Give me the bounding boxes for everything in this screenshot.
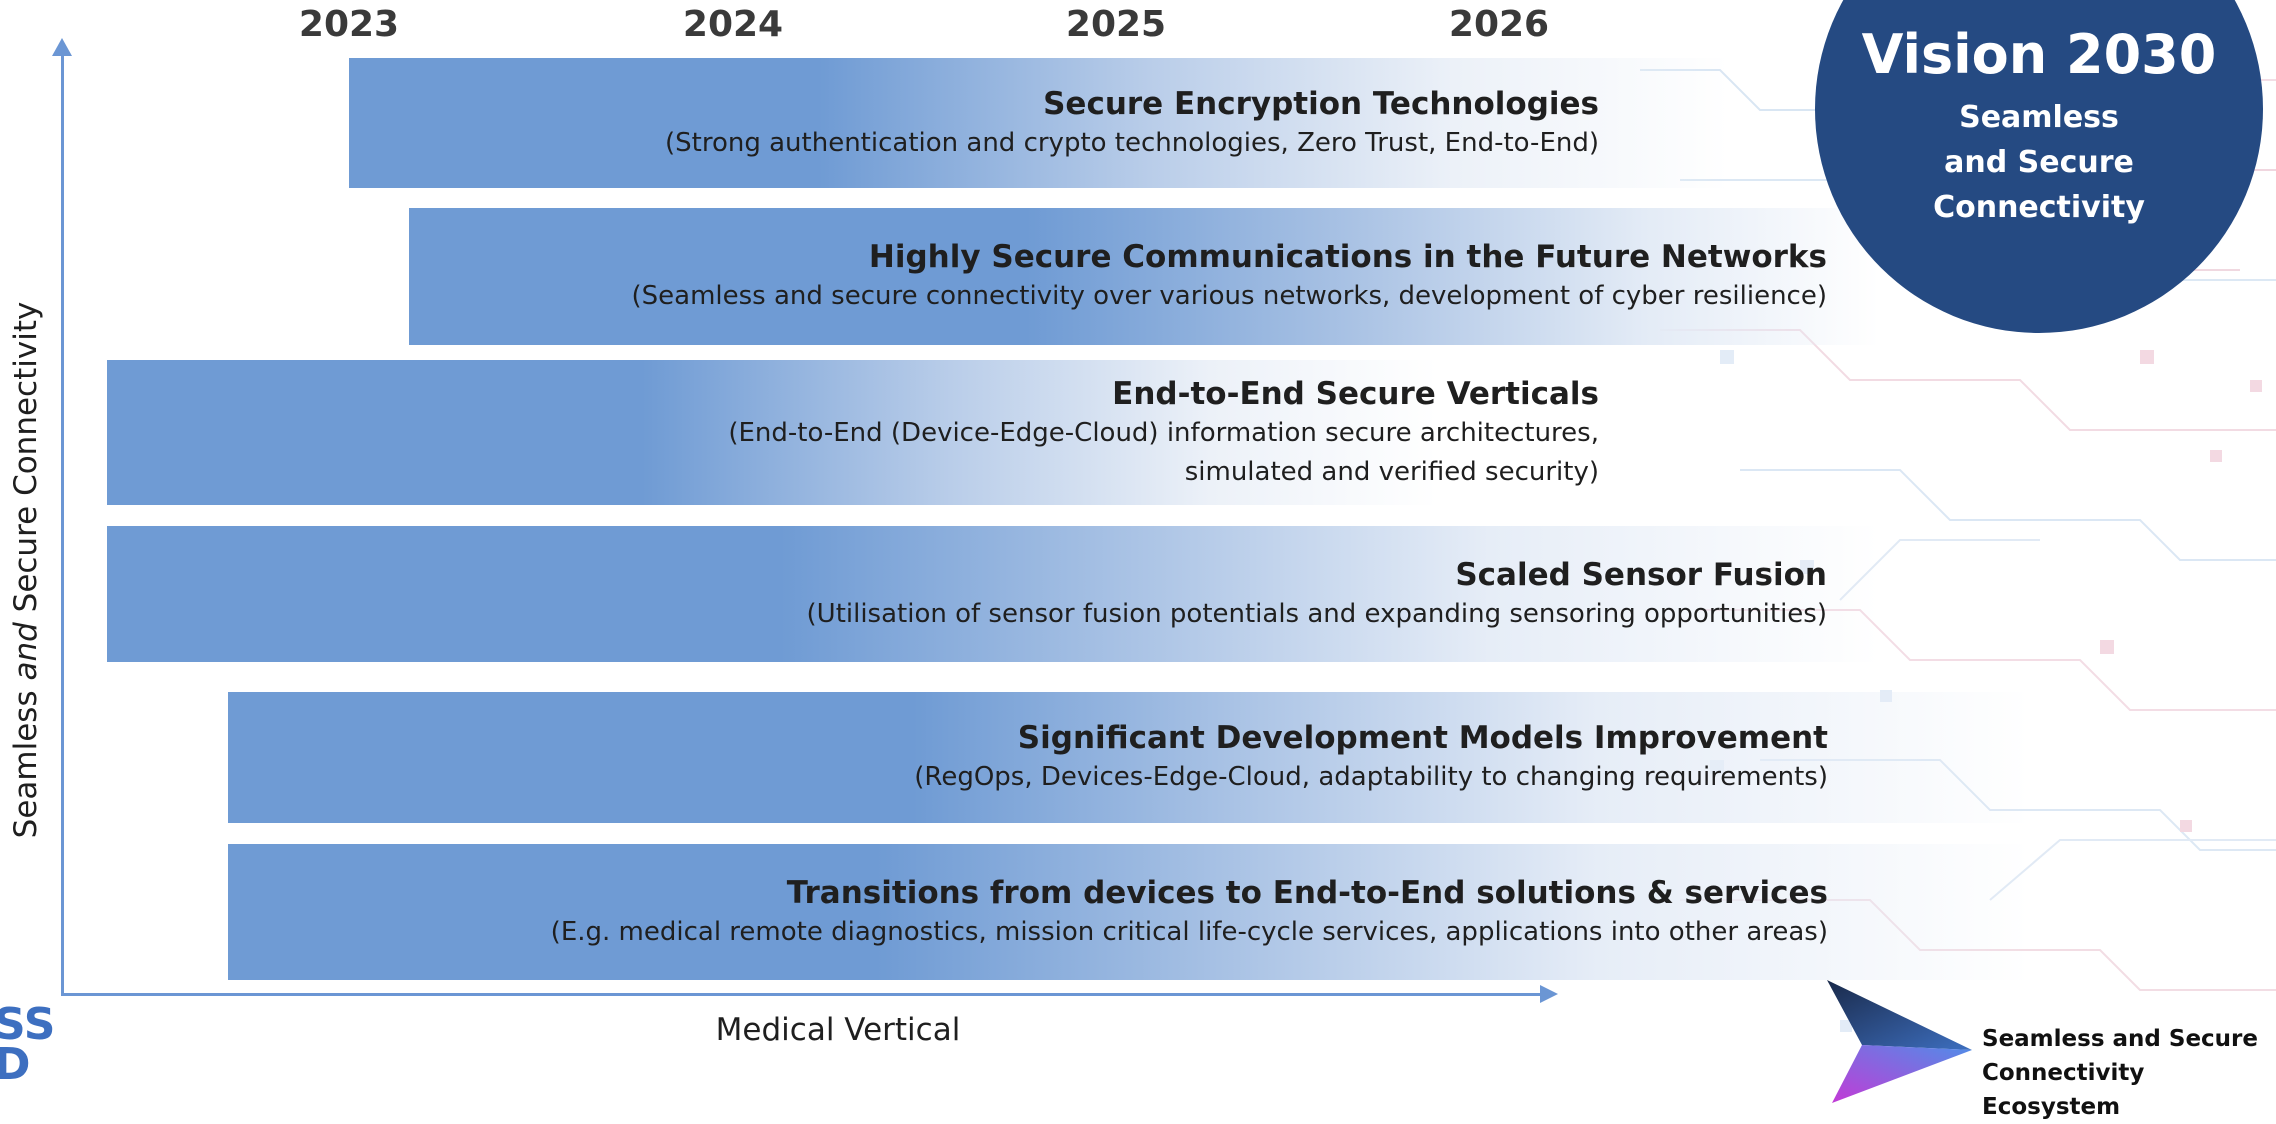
ecosystem-logo-icon bbox=[1827, 980, 1972, 1103]
band-title: Transitions from devices to End-to-End s… bbox=[786, 874, 1828, 911]
band-title: Secure Encryption Technologies bbox=[1043, 85, 1599, 122]
vision-title: Vision 2030 bbox=[1861, 23, 2217, 86]
band-description: (Seamless and secure connectivity over v… bbox=[631, 281, 1828, 311]
roadmap-band-sensor-fusion: Scaled Sensor Fusion (Utilisation of sen… bbox=[107, 526, 1879, 662]
band-description: (Strong authentication and crypto techno… bbox=[665, 127, 1599, 158]
roadmap-band-secure-encryption: Secure Encryption Technologies (Strong a… bbox=[349, 58, 1729, 188]
year-label-2025: 2025 bbox=[1065, 4, 1167, 45]
band-description: (E.g. medical remote diagnostics, missio… bbox=[550, 916, 1828, 947]
ecosystem-label: Seamless and Secure Connectivity Ecosyst… bbox=[1982, 1026, 2258, 1120]
x-axis-arrow bbox=[1540, 985, 1558, 1003]
band-title: Scaled Sensor Fusion bbox=[1455, 556, 1827, 593]
y-axis-arrow bbox=[52, 38, 72, 56]
vision-subtitle: Seamless and Secure Connectivity bbox=[1933, 100, 2145, 225]
band-description: (RegOps, Devices-Edge-Cloud, adaptabilit… bbox=[914, 762, 1828, 792]
x-axis-label: Medical Vertical bbox=[715, 1012, 961, 1048]
y-axis-label: Seamless and Secure Connectivity bbox=[8, 301, 44, 839]
band-description: (Utilisation of sensor fusion potentials… bbox=[806, 598, 1827, 629]
band-title: Significant Development Models Improveme… bbox=[1017, 720, 1828, 756]
roadmap-band-transitions: Transitions from devices to End-to-End s… bbox=[228, 844, 2030, 980]
year-label-2023: 2023 bbox=[298, 4, 400, 45]
x-axis-line bbox=[61, 993, 1543, 996]
year-label-2026: 2026 bbox=[1448, 4, 1550, 45]
year-label-2024: 2024 bbox=[682, 4, 784, 45]
y-axis-line bbox=[61, 52, 64, 996]
roadmap-band-development-models: Significant Development Models Improveme… bbox=[228, 692, 2030, 823]
partial-logo: SS D bbox=[0, 999, 56, 1090]
roadmap-band-secure-communications: Highly Secure Communications in the Futu… bbox=[409, 208, 1879, 345]
roadmap-band-secure-verticals: End-to-End Secure Verticals (End-to-End … bbox=[107, 360, 1729, 505]
band-description: (End-to-End (Device-Edge-Cloud) informat… bbox=[728, 417, 1599, 487]
band-title: Highly Secure Communications in the Futu… bbox=[868, 239, 1827, 275]
band-title: End-to-End Secure Verticals bbox=[1112, 375, 1599, 412]
